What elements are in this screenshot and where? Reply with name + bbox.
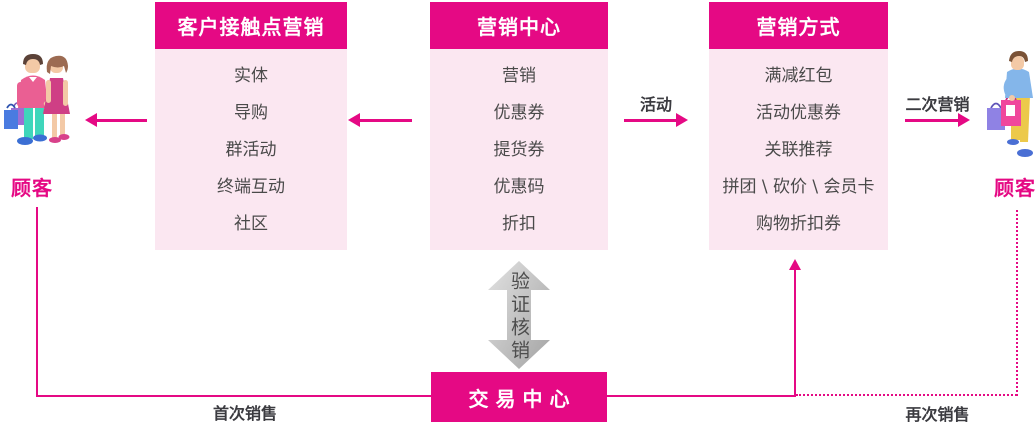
repeat-sale-line-horizontal bbox=[796, 394, 1017, 396]
panel-marketing-methods-body: 满减红包 活动优惠券 关联推荐 拼团 \ 砍价 \ 会员卡 购物折扣券 bbox=[709, 49, 888, 250]
first-sale-line-vertical bbox=[36, 207, 38, 397]
panel-item: 关联推荐 bbox=[764, 140, 833, 160]
up-arrow-head-icon bbox=[789, 259, 801, 270]
panel-item: 购物折扣券 bbox=[756, 214, 841, 234]
customer-with-bags-icon bbox=[985, 50, 1036, 162]
label-repeat-sale: 再次销售 bbox=[905, 405, 970, 422]
customer-couple-icon bbox=[2, 52, 70, 161]
redeem-line-vertical bbox=[794, 269, 796, 396]
repeat-sale-line-vertical bbox=[1016, 210, 1018, 396]
customer-label-left: 顾客 bbox=[11, 176, 53, 200]
panel-marketing-center-title: 营销中心 bbox=[430, 2, 608, 49]
panel-marketing-methods-title: 营销方式 bbox=[709, 2, 888, 49]
panel-item: 拼团 \ 砍价 \ 会员卡 bbox=[722, 177, 875, 197]
panel-marketing-center-body: 营销 优惠券 提货券 优惠码 折扣 bbox=[430, 49, 608, 250]
label-verify-redeem: 验证核销 bbox=[508, 271, 530, 363]
panel-item: 优惠券 bbox=[493, 103, 545, 123]
panel-item: 优惠码 bbox=[493, 177, 545, 197]
panel-item: 社区 bbox=[234, 214, 268, 234]
panel-item: 提货券 bbox=[493, 140, 545, 160]
panel-item: 终端互动 bbox=[217, 177, 285, 197]
panel-item: 营销 bbox=[502, 66, 536, 86]
arrow-touchpoint-to-customer-icon bbox=[85, 112, 147, 128]
panel-item: 满减红包 bbox=[764, 66, 833, 86]
transaction-center-box: 交易中心 bbox=[431, 372, 607, 422]
label-activity: 活动 bbox=[639, 95, 672, 114]
panel-item: 群活动 bbox=[225, 140, 277, 160]
panel-item: 活动优惠券 bbox=[756, 103, 841, 123]
panel-marketing-methods: 营销方式 满减红包 活动优惠券 关联推荐 拼团 \ 砍价 \ 会员卡 购物折扣券 bbox=[709, 2, 888, 250]
panel-marketing-center: 营销中心 营销 优惠券 提货券 优惠码 折扣 bbox=[430, 2, 608, 250]
arrow-methods-to-customer-icon bbox=[905, 112, 970, 128]
panel-item: 折扣 bbox=[502, 214, 536, 234]
panel-item: 导购 bbox=[234, 103, 268, 123]
verify-redeem-double-arrow-icon bbox=[488, 261, 550, 369]
label-secondary-marketing: 二次营销 bbox=[905, 95, 970, 114]
arrow-center-to-methods-icon bbox=[624, 112, 688, 128]
panel-touchpoint-body: 实体 导购 群活动 终端互动 社区 bbox=[155, 49, 347, 250]
panel-touchpoint-marketing: 客户接触点营销 实体 导购 群活动 终端互动 社区 bbox=[155, 2, 347, 250]
redeem-line-horizontal bbox=[607, 395, 796, 397]
first-sale-line-horizontal bbox=[36, 395, 432, 397]
arrow-center-to-touchpoint-icon bbox=[348, 112, 412, 128]
panel-touchpoint-title: 客户接触点营销 bbox=[155, 2, 347, 49]
label-first-sale: 首次销售 bbox=[212, 404, 277, 422]
customer-label-right: 顾客 bbox=[994, 176, 1036, 200]
panel-item: 实体 bbox=[234, 66, 268, 86]
transaction-center-title: 交易中心 bbox=[468, 386, 577, 411]
